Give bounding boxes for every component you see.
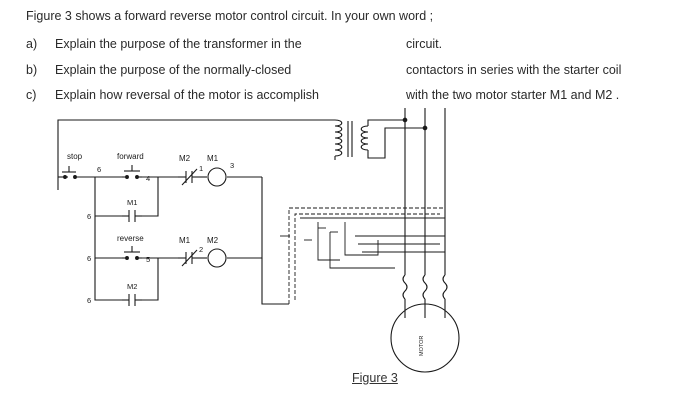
- m1-aux-label: M1: [127, 198, 137, 207]
- question-c-text: Explain how reversal of the motor is acc…: [55, 88, 320, 102]
- motor-icon: [390, 299, 460, 373]
- node-6-b: 6: [87, 212, 91, 221]
- question-b-text: Explain the purpose of the normally-clos…: [55, 63, 292, 77]
- node-6-a: 6: [97, 165, 101, 174]
- question-b-continuation: contactors in series with the starter co…: [406, 63, 622, 77]
- node-6-d: 6: [87, 296, 91, 305]
- forward-label: forward: [117, 152, 144, 161]
- question-c-label: c): [26, 88, 37, 102]
- intro-text: Figure 3 shows a forward reverse motor c…: [26, 9, 434, 23]
- question-b-label: b): [26, 63, 38, 77]
- m2-aux-contact: [122, 294, 142, 306]
- forward-button: [122, 165, 142, 179]
- question-c-continuation: with the two motor starter M1 and M2 .: [406, 88, 620, 102]
- m1-interlock-and-m2-coil: [178, 248, 227, 268]
- transformer-icon: [334, 119, 425, 160]
- m2-interlock-label: M2: [179, 154, 191, 163]
- question-a-label: a): [26, 37, 38, 51]
- reverse-button: [122, 246, 142, 260]
- reverse-label: reverse: [117, 234, 144, 243]
- node-2: 2: [199, 245, 203, 254]
- m2-aux-label: M2: [127, 282, 137, 291]
- stop-label: stop: [67, 152, 83, 161]
- node-4: 4: [146, 174, 150, 183]
- m2-coil-label: M2: [207, 236, 219, 245]
- m2-interlock-and-m1-coil: [178, 167, 227, 187]
- control-loop-wires: [57, 119, 335, 305]
- overload-heaters: [402, 274, 448, 300]
- question-a-text: Explain the purpose of the transformer i…: [55, 37, 302, 51]
- motor-label: MOTOR: [419, 336, 425, 356]
- power-lines: [402, 108, 446, 275]
- m1-coil-label: M1: [207, 154, 219, 163]
- figure-caption: Figure 3: [352, 371, 398, 385]
- contactor-wiring: [280, 207, 445, 304]
- m1-aux-contact: [122, 210, 142, 222]
- node-3: 3: [230, 161, 234, 170]
- node-5: 5: [146, 255, 150, 264]
- node-6-c: 6: [87, 254, 91, 263]
- node-1: 1: [199, 164, 203, 173]
- stop-button: [62, 166, 95, 179]
- question-a-continuation: circuit.: [406, 37, 443, 51]
- m1-interlock-label: M1: [179, 236, 191, 245]
